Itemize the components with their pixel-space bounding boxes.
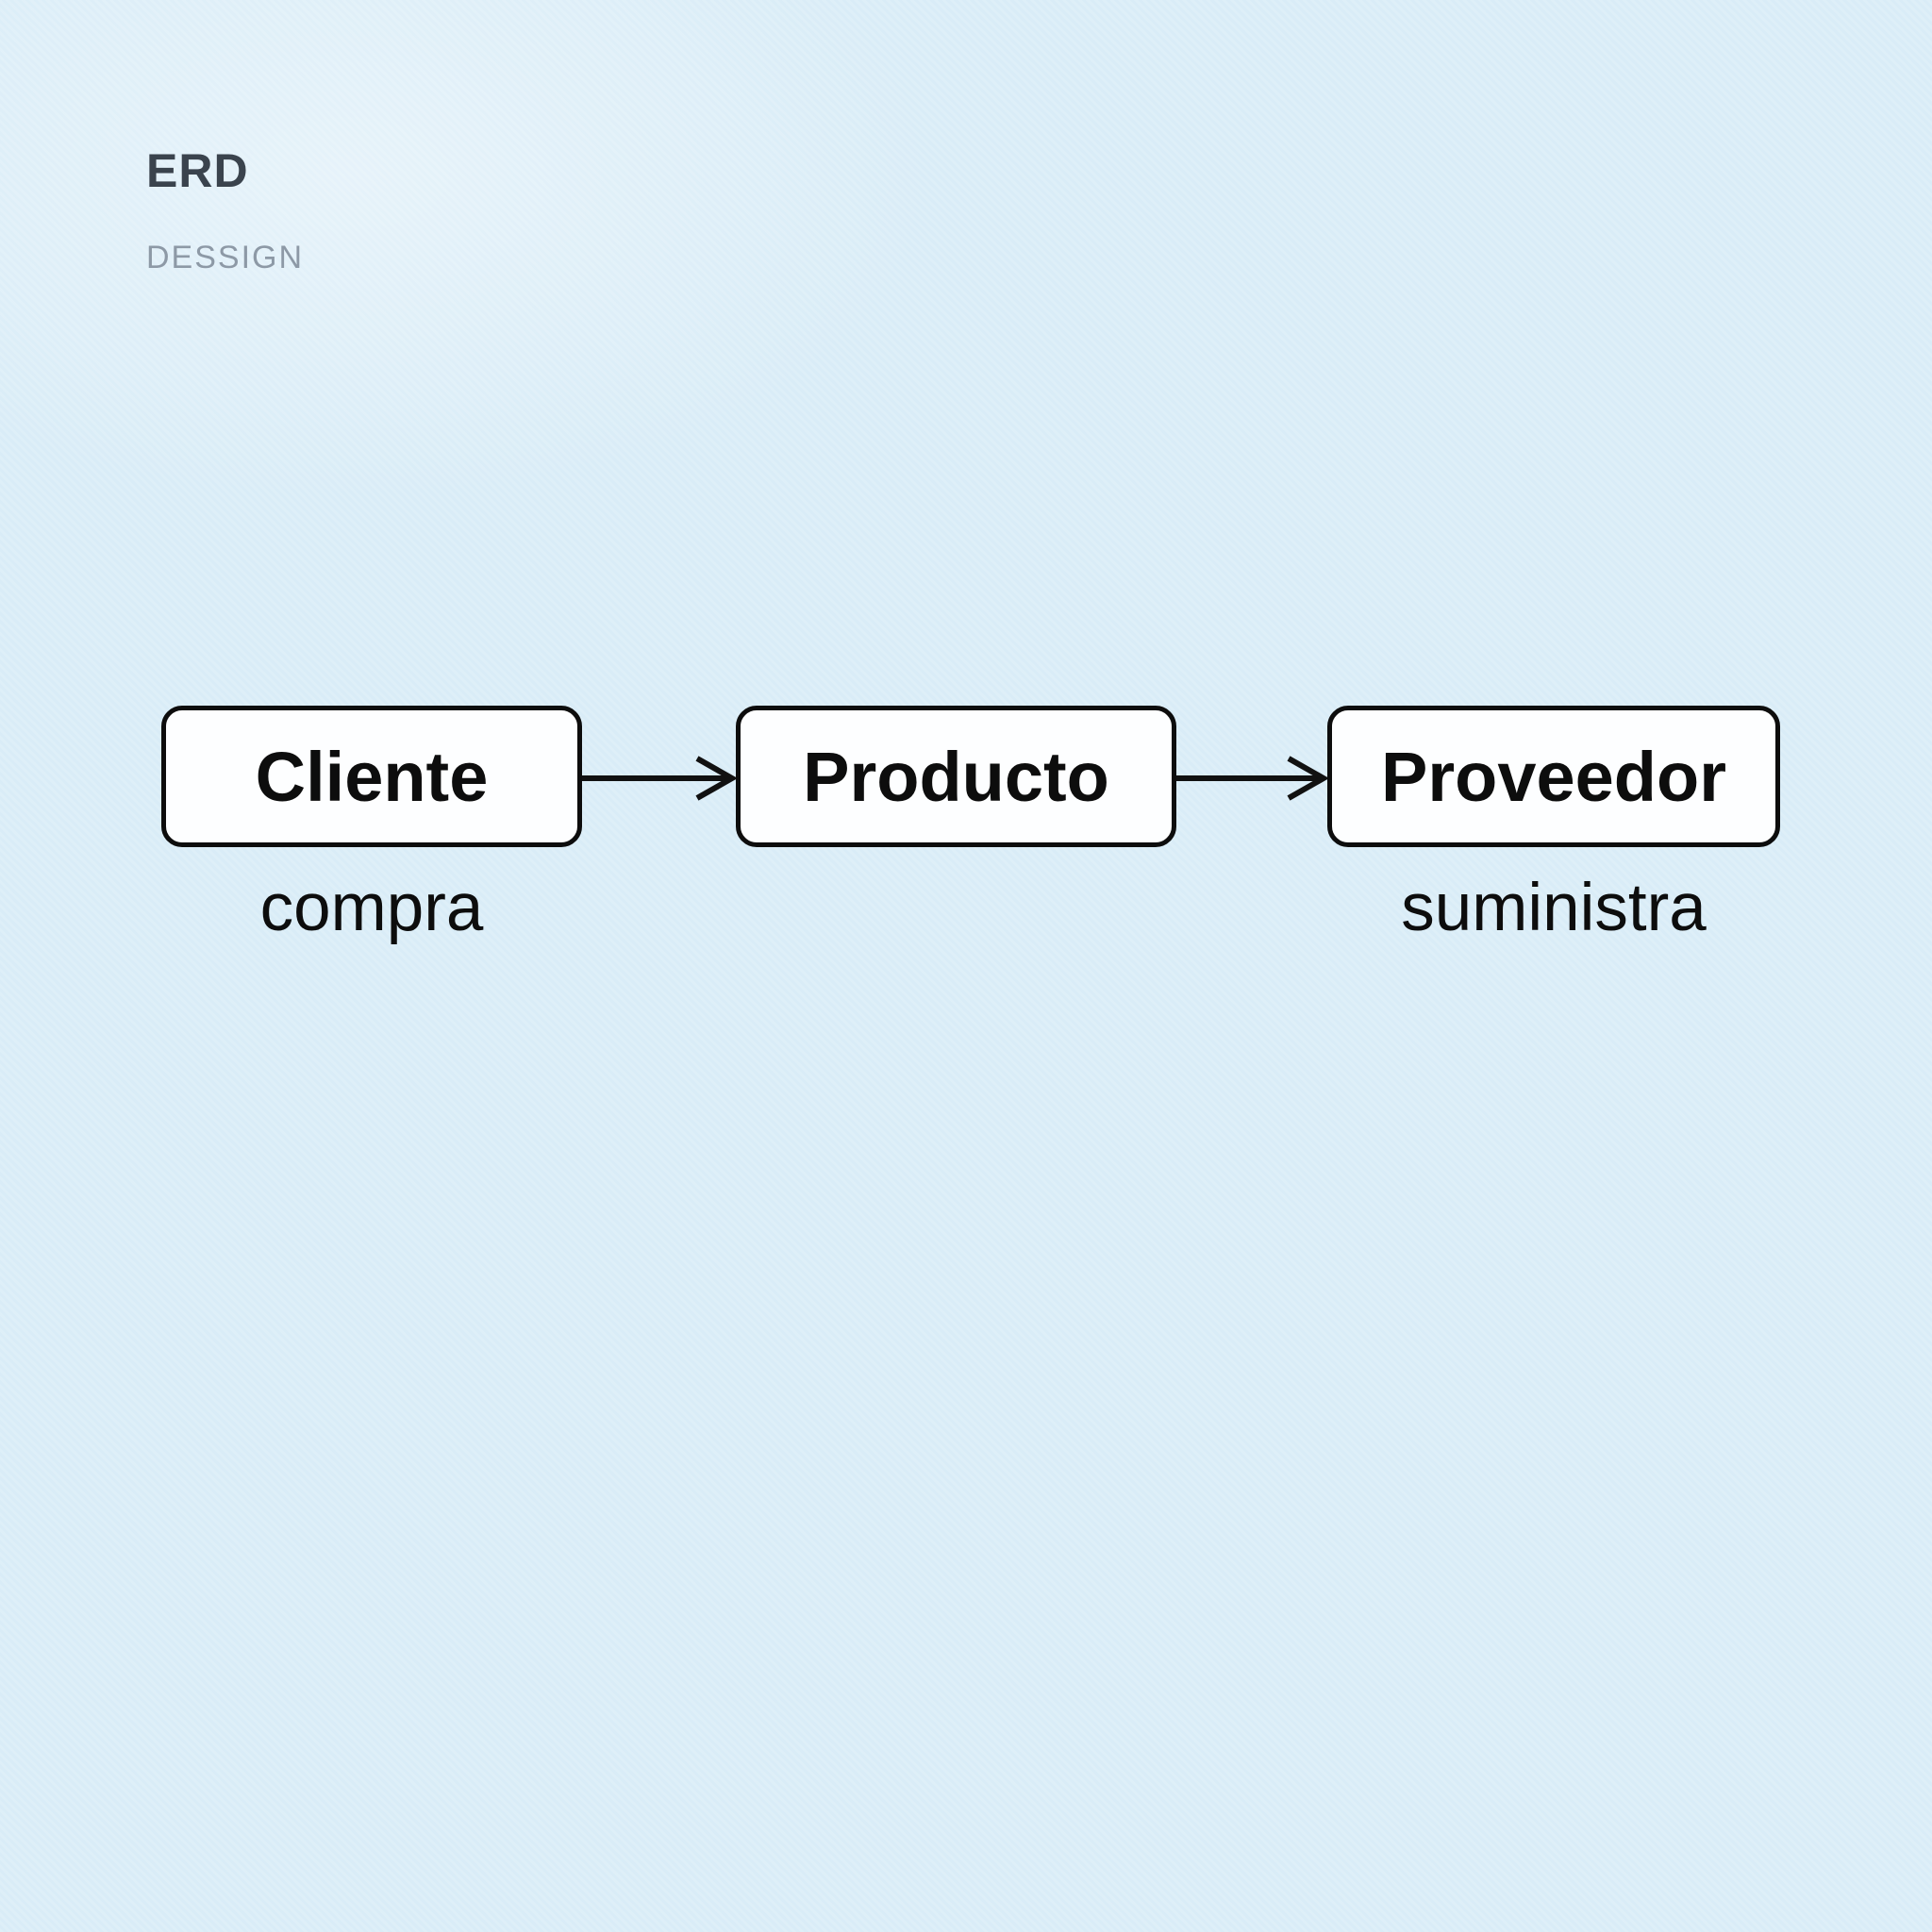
entity-label: Proveedor: [1380, 737, 1727, 816]
entity-label: Producto: [803, 737, 1109, 816]
relation-label-compra: compra: [259, 871, 484, 945]
arrow-cliente-to-producto-icon: [582, 750, 736, 807]
page-title: ERD: [146, 144, 249, 197]
entity-label: Cliente: [255, 737, 489, 816]
page-subtitle: DESSIGN: [146, 240, 305, 275]
entity-box-cliente[interactable]: Cliente: [161, 706, 582, 847]
relation-label-suministra: suministra: [1401, 871, 1707, 945]
entity-box-proveedor[interactable]: Proveedor: [1327, 706, 1780, 847]
arrow-producto-to-proveedor-icon: [1176, 750, 1327, 807]
entity-box-producto[interactable]: Producto: [736, 706, 1176, 847]
header: ERD DESSIGN: [146, 144, 302, 274]
